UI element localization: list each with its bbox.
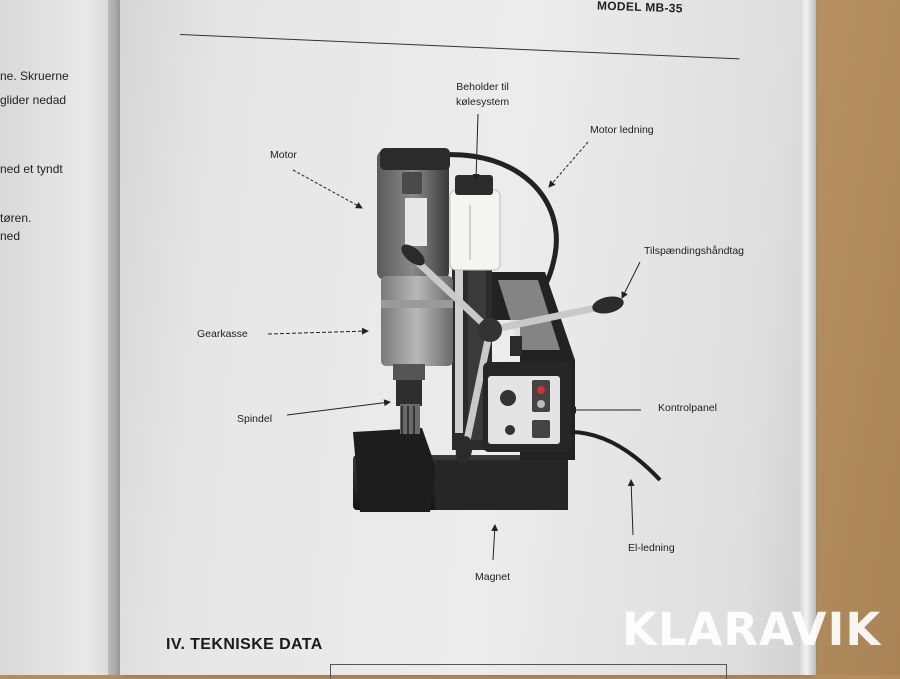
motor-cable: [439, 152, 559, 287]
label-magnet: Magnet: [475, 571, 511, 583]
label-motor-ledning: Motor ledning: [590, 124, 654, 136]
leader-arrows: [267, 113, 641, 561]
label-el-ledning: El-ledning: [628, 542, 675, 554]
label-kontrolpanel: Kontrolpanel: [658, 402, 717, 414]
left-page: ne. Skruerne glider nedad ned et tyndt t…: [0, 0, 125, 675]
label-gearkasse: Gearkasse: [197, 328, 248, 340]
control-panel: [483, 362, 571, 452]
left-page-line: ned: [0, 229, 21, 243]
left-page-line: tøren.: [0, 211, 32, 225]
label-beholder-line2: kølesystem: [456, 96, 510, 108]
page-edge: [800, 0, 816, 675]
label-tilspaendingshaandtag: Tilspændingshåndtag: [644, 245, 745, 257]
table-top-border: [330, 664, 727, 679]
spindle: [393, 364, 425, 434]
klaravik-watermark: KLARAVIK: [622, 603, 882, 656]
label-beholder-line1: Beholder til: [456, 81, 509, 93]
feed-handles: [401, 244, 624, 464]
label-beholder: Beholder til kølesystem: [456, 80, 509, 110]
coolant-container: [449, 175, 501, 271]
power-cable: [569, 430, 662, 482]
label-motor: Motor: [270, 149, 297, 161]
section-title: IV. TEKNISKE DATA: [166, 636, 323, 653]
motor: [377, 148, 450, 280]
label-spindel: Spindel: [237, 413, 273, 425]
left-page-line: glider nedad: [0, 93, 67, 107]
magnet-base: [353, 428, 568, 512]
gearbox: [381, 276, 453, 366]
left-page-line: ned et tyndt: [0, 162, 63, 176]
left-page-line: ne. Skruerne: [0, 69, 69, 83]
